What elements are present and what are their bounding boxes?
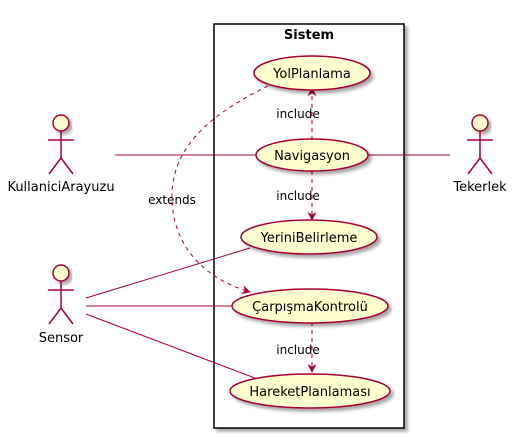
stick-figure-icon: [48, 264, 74, 325]
assoc-sensor-yerinibelirleme: [85, 247, 251, 299]
include-label-har: include: [276, 343, 319, 357]
assoc-sensor-hareket: [85, 313, 269, 384]
include-label-yol: include: [276, 107, 319, 121]
actor-kullaniciarayuzu[interactable]: KullaniciArayuzu: [7, 114, 115, 195]
use-case-carpismakontrolu[interactable]: ÇarpışmaKontrolü: [231, 288, 389, 324]
associations: [85, 154, 450, 384]
use-case-yolplanlama[interactable]: YolPlanlama: [253, 55, 371, 91]
actor-label: Tekerlek: [452, 180, 507, 195]
use-case-label: HareketPlanlaması: [249, 385, 370, 400]
actor-sensor[interactable]: Sensor: [39, 264, 84, 346]
extends-label: extends: [148, 193, 196, 207]
system-title: Sistem: [284, 28, 334, 43]
stick-figure-icon: [48, 114, 74, 175]
use-case-label: YolPlanlama: [272, 67, 351, 82]
include-label-yer: include: [276, 189, 319, 203]
extends-yol-carp-line: [171, 85, 269, 295]
actor-label: Sensor: [39, 331, 84, 346]
use-case-navigasyon[interactable]: Navigasyon: [255, 138, 369, 172]
actor-label: KullaniciArayuzu: [7, 180, 114, 195]
use-case-label: Navigasyon: [274, 149, 350, 164]
use-case-label: YeriniBelirleme: [260, 231, 358, 246]
use-case-hareketplanlamasi[interactable]: HareketPlanlaması: [229, 373, 391, 409]
dependencies: [171, 85, 317, 373]
use-case-label: ÇarpışmaKontrolü: [252, 300, 368, 315]
use-case-yerinibelirleme[interactable]: YeriniBelirleme: [240, 219, 378, 255]
relation-labels: include include extends include: [148, 107, 320, 357]
stick-figure-icon: [467, 114, 493, 175]
actor-tekerlek[interactable]: Tekerlek: [452, 114, 507, 195]
